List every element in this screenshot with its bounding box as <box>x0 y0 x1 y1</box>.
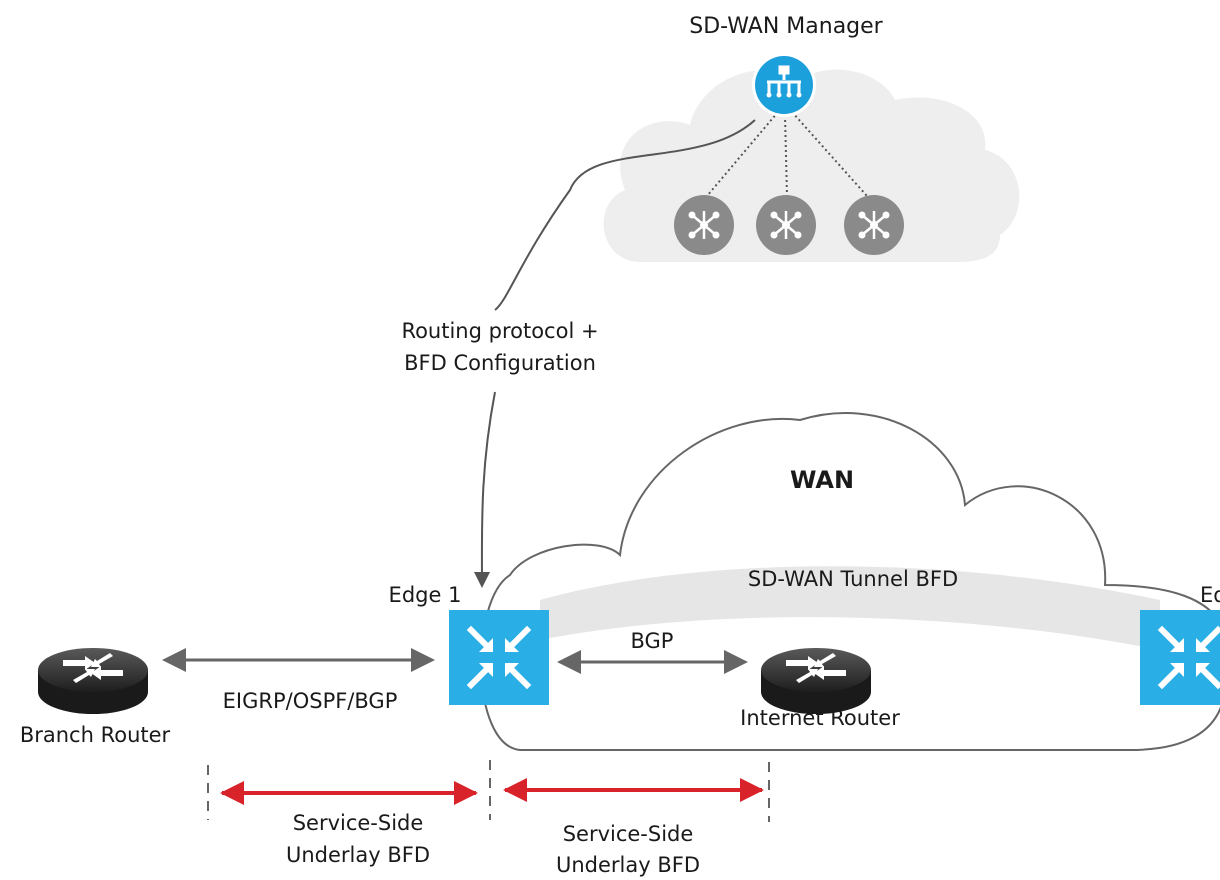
edge2-label: Ed <box>1200 583 1220 607</box>
edge1-icon <box>449 610 549 705</box>
edge1-label: Edge 1 <box>389 583 462 607</box>
bfd-right-label-1: Service-Side <box>563 822 694 846</box>
branch-router-label: Branch Router <box>20 723 171 747</box>
manager-title: SD-WAN Manager <box>689 14 883 39</box>
config-link-curve <box>494 119 756 311</box>
internet-router-label: Internet Router <box>740 706 900 730</box>
edge2-icon <box>1140 610 1220 705</box>
bfd-boundary-markers <box>207 760 770 822</box>
tunnel-band <box>540 566 1160 650</box>
internet-router-icon <box>761 648 871 714</box>
bfd-left-label-2: Underlay BFD <box>286 843 430 867</box>
config-link-label-2: BFD Configuration <box>404 351 596 375</box>
config-link-arrow <box>473 391 496 588</box>
branch-router-icon <box>38 648 148 714</box>
bfd-right-label-2: Underlay BFD <box>556 853 700 877</box>
controller-node-icon <box>756 195 816 255</box>
config-link-label-1: Routing protocol + <box>401 319 598 343</box>
branch-edge-protocol-label: EIGRP/OSPF/BGP <box>223 689 398 713</box>
edge-internet-protocol-label: BGP <box>631 629 674 653</box>
tunnel-label: SD-WAN Tunnel BFD <box>748 567 958 591</box>
bfd-left-label-1: Service-Side <box>293 811 424 835</box>
wan-label: WAN <box>790 466 854 494</box>
controller-links <box>706 111 868 197</box>
controller-node-icon <box>674 195 734 255</box>
manager-icon <box>752 53 816 117</box>
controller-node-icon <box>844 195 904 255</box>
